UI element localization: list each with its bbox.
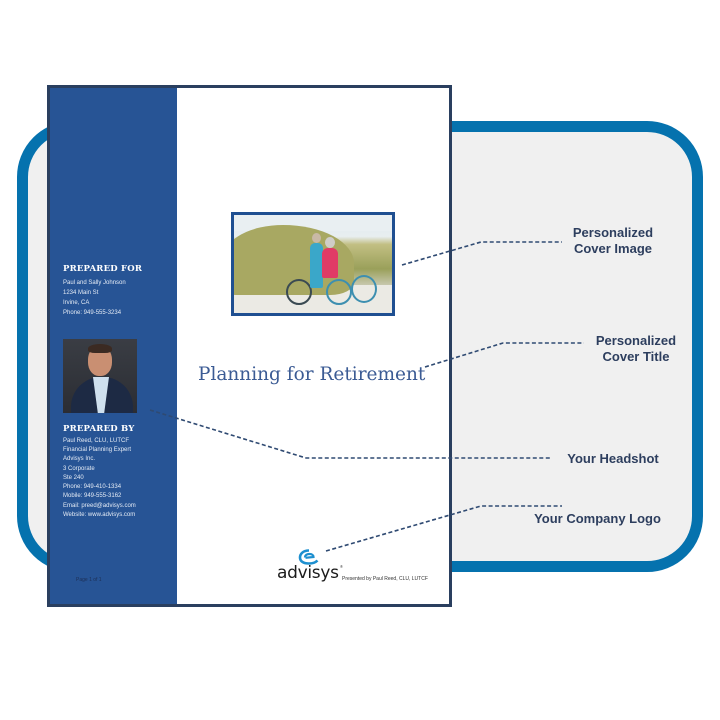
bicycle-wheel [326, 279, 352, 305]
bicycle-wheel [286, 279, 312, 305]
callout-cover-title: Personalized Cover Title [586, 333, 686, 365]
logo-registered-mark: ® [340, 564, 343, 569]
callout-cover-image: Personalized Cover Image [563, 225, 663, 257]
cover-image [231, 212, 395, 316]
advisor-mobile: Mobile: 949-555-3162 [63, 493, 122, 499]
cover-sidebar: PREPARED FOR Paul and Sally Johnson 1234… [50, 88, 177, 604]
callout-line: Your Company Logo [534, 511, 661, 526]
headshot-shirt [93, 377, 109, 413]
advisor-name: Paul Reed, CLU, LUTCF [63, 438, 130, 444]
advisor-street: 3 Corporate [63, 466, 95, 472]
callout-company-logo: Your Company Logo [530, 511, 665, 527]
cover-title: Planning for Retirement [198, 364, 426, 385]
headshot-photo [63, 339, 137, 413]
image-woman-head [325, 237, 335, 248]
advisor-suite: Ste 240 [63, 475, 84, 481]
image-man-head [312, 233, 321, 243]
prepared-for-heading: PREPARED FOR [63, 264, 143, 274]
client-city: Irvine, CA [63, 300, 90, 306]
callout-line: Your Headshot [567, 451, 659, 466]
advisor-title: Financial Planning Expert [63, 447, 132, 453]
bicycle-wheel [351, 275, 377, 303]
page-number: Page 1 of 1 [76, 577, 102, 583]
client-address: 1234 Main St [63, 290, 99, 296]
advisor-website: Website: www.advisys.com [63, 512, 136, 518]
headshot-hair [88, 344, 112, 353]
advisys-logo-icon [298, 549, 319, 565]
image-man [310, 243, 323, 288]
callout-line: Cover Title [602, 349, 670, 364]
callout-headshot: Your Headshot [563, 451, 663, 467]
callout-line: Cover Image [573, 241, 653, 256]
advisys-logo-text: advisys [277, 563, 339, 583]
image-woman [322, 248, 338, 278]
callout-line: Personalized [572, 225, 654, 240]
advisor-phone: Phone: 949-410-1334 [63, 484, 122, 490]
client-phone: Phone: 949-555-3234 [63, 310, 122, 316]
presented-by-text: Presented by Paul Reed, CLU, LUTCF [342, 576, 428, 582]
cover-page: PREPARED FOR Paul and Sally Johnson 1234… [47, 85, 452, 607]
advisor-company: Advisys Inc. [63, 456, 96, 462]
prepared-by-heading: PREPARED BY [63, 424, 135, 434]
advisor-email: Email: preed@advisys.com [63, 503, 136, 509]
callout-line: Personalized [595, 333, 677, 348]
client-names: Paul and Sally Johnson [63, 280, 126, 286]
